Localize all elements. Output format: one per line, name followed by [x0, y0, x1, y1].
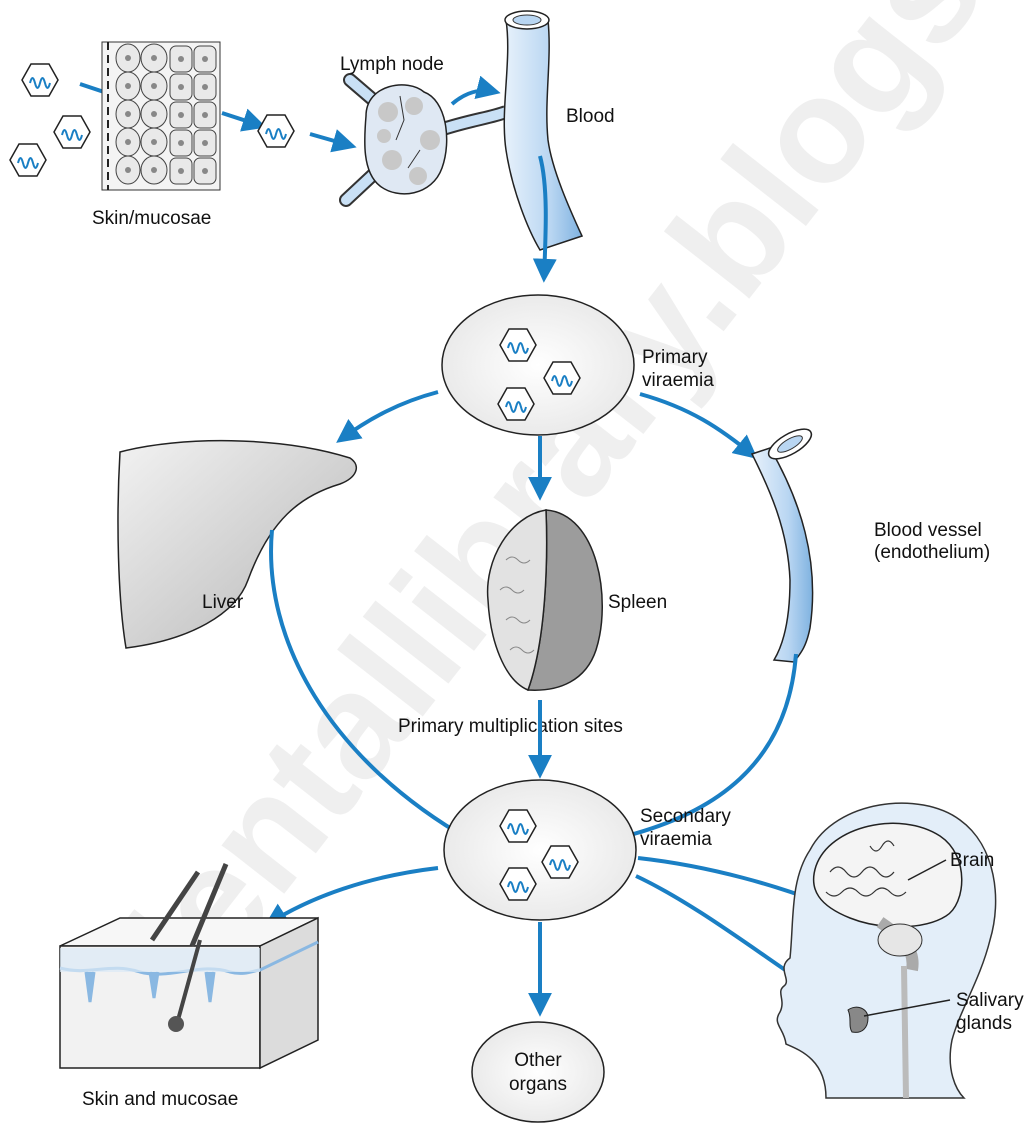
label-salivary-1: Salivary: [956, 990, 1024, 1011]
label-spleen: Spleen: [608, 592, 667, 613]
label-lymph-node: Lymph node: [340, 54, 444, 75]
label-skin-mucosae-top: Skin/mucosae: [92, 208, 211, 229]
label-secondary-viraemia-1: Secondary: [640, 806, 731, 827]
blood-vessel-icon: [504, 11, 582, 250]
virus-particle-icon: [258, 115, 294, 147]
blood-vessel-endothelium-icon: [752, 423, 816, 662]
label-secondary-viraemia-2: viraemia: [640, 829, 712, 850]
virus-particle-icon: [22, 64, 58, 96]
label-salivary-2: glands: [956, 1013, 1012, 1034]
label-blood: Blood: [566, 106, 615, 127]
label-blood-vessel-1: Blood vessel: [874, 520, 982, 541]
lymph-node-icon: [346, 80, 506, 200]
label-other-organs-1: Other: [514, 1050, 562, 1071]
label-blood-vessel-2: (endothelium): [874, 542, 990, 563]
label-liver: Liver: [202, 592, 244, 613]
skin-mucosae-cells-icon: [102, 42, 220, 190]
label-brain: Brain: [950, 850, 994, 871]
primary-viraemia-ellipse: [442, 295, 634, 435]
other-organs-ellipse: [472, 1022, 604, 1122]
label-primary-multiplication-sites: Primary multiplication sites: [398, 716, 623, 737]
label-other-organs-2: organs: [509, 1074, 567, 1095]
brain-head-icon: [777, 803, 995, 1098]
spleen-icon: [488, 510, 603, 690]
label-primary-viraemia-1: Primary: [642, 347, 708, 368]
label-skin-mucosae-bottom: Skin and mucosae: [82, 1089, 238, 1110]
label-primary-viraemia-2: viraemia: [642, 370, 714, 391]
virus-particle-icon: [54, 116, 90, 148]
virus-particle-icon: [10, 144, 46, 176]
liver-icon: [118, 441, 356, 648]
secondary-viraemia-ellipse: [444, 780, 636, 920]
